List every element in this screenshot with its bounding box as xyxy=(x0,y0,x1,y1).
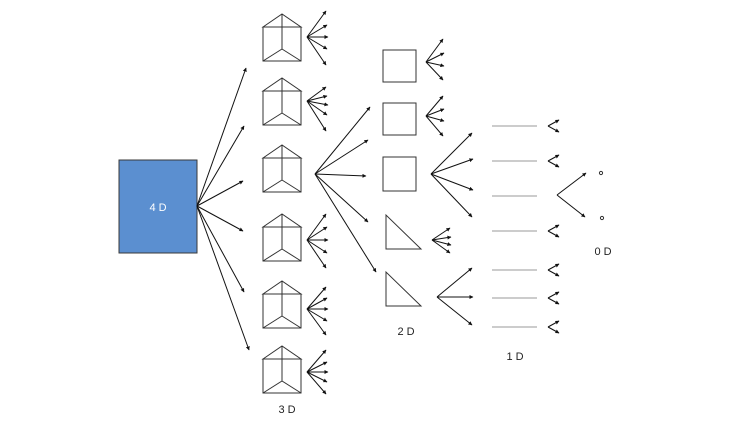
square xyxy=(382,156,417,192)
triangles-2d xyxy=(385,213,423,307)
prism xyxy=(261,213,303,262)
prism-fans xyxy=(306,10,329,395)
label-3d: 3 D xyxy=(278,404,295,416)
square xyxy=(382,49,417,83)
segments-1d xyxy=(492,125,537,328)
triangle xyxy=(385,213,423,250)
points-0d xyxy=(598,170,605,221)
prisms-3d xyxy=(261,13,303,394)
segment-forks xyxy=(547,119,587,334)
prism xyxy=(261,280,303,329)
arrows-2d-to-1d xyxy=(430,132,474,326)
point xyxy=(598,170,604,176)
prism xyxy=(261,345,303,394)
prism xyxy=(261,13,303,62)
arrows-4d-to-3d xyxy=(196,67,250,351)
triangle xyxy=(385,270,423,307)
prism xyxy=(261,77,303,126)
prism xyxy=(261,144,303,193)
label-0d: 0 D xyxy=(594,246,611,258)
square-fans xyxy=(425,38,452,254)
label-2d: 2 D xyxy=(397,326,414,338)
point xyxy=(599,215,605,221)
label-4d: 4 D xyxy=(149,202,166,214)
tesseract-box xyxy=(118,159,198,254)
label-1d: 1 D xyxy=(506,351,523,363)
arrows-3d-to-2d xyxy=(314,106,377,273)
squares-2d xyxy=(382,49,417,192)
square xyxy=(382,102,417,136)
